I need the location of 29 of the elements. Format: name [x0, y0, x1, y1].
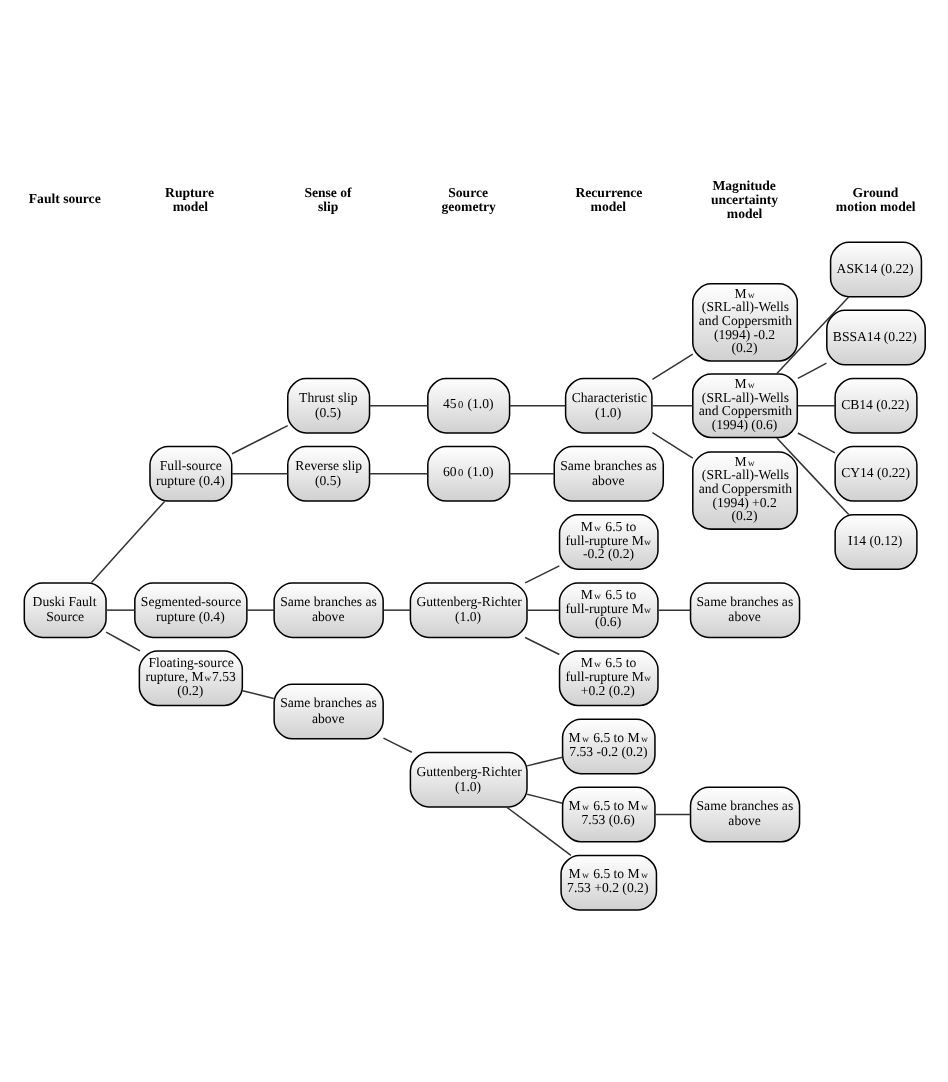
connector	[369, 472, 429, 474]
connector	[657, 608, 692, 610]
connector	[369, 403, 429, 406]
connector	[246, 608, 275, 610]
connector	[526, 792, 564, 803]
connector	[797, 361, 828, 379]
connector	[797, 403, 836, 406]
connector	[509, 403, 567, 406]
connector	[776, 436, 850, 515]
connector	[382, 736, 413, 752]
connector	[506, 805, 572, 856]
connector	[651, 403, 694, 406]
connector	[509, 472, 555, 474]
connector	[797, 431, 836, 453]
connector	[526, 755, 564, 766]
connector	[651, 352, 694, 380]
connector	[654, 812, 691, 815]
connector	[651, 430, 694, 458]
connector	[526, 608, 561, 610]
connector	[382, 608, 411, 610]
connector	[105, 630, 141, 651]
connector	[524, 564, 561, 583]
connector	[105, 608, 136, 610]
connector	[241, 688, 275, 699]
connector	[231, 423, 289, 454]
connector	[90, 499, 166, 583]
connector	[524, 635, 561, 655]
connector	[231, 472, 289, 474]
connector	[776, 295, 850, 374]
